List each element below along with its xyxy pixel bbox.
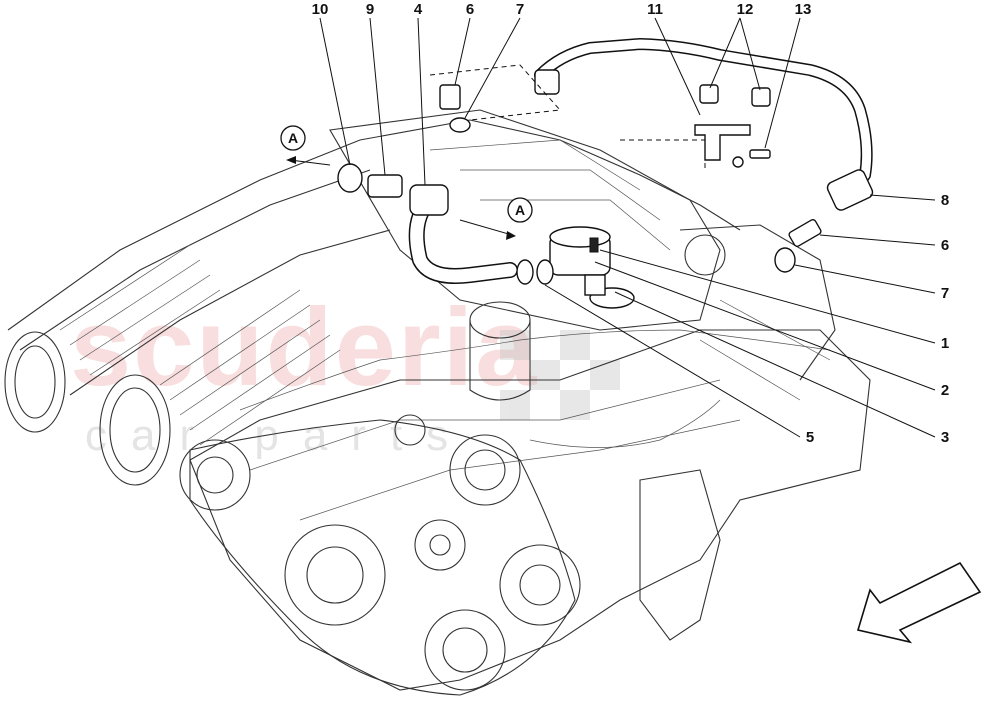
section-ref-label-right: A (515, 202, 525, 218)
arrow-icon (856, 561, 982, 644)
callout-11: 11 (647, 1, 663, 18)
callout-8: 8 (941, 192, 949, 209)
section-ref-right: A (507, 197, 533, 223)
section-ref-left: A (280, 125, 306, 151)
callout-7-top: 7 (516, 1, 524, 18)
callout-7-right: 7 (941, 285, 949, 302)
callout-1: 1 (941, 335, 949, 352)
callout-9: 9 (366, 1, 374, 18)
leader-lines (286, 17, 936, 438)
callout-12: 12 (737, 1, 754, 18)
callout-13: 13 (795, 1, 812, 18)
callout-10: 10 (312, 1, 329, 18)
section-ref-label-left: A (288, 130, 298, 146)
callout-3: 3 (941, 429, 949, 446)
callout-6-top: 6 (466, 1, 474, 18)
engine-drawing (4, 109, 871, 696)
watermark: scuderia car parts (70, 286, 620, 460)
callout-5: 5 (806, 429, 814, 446)
callout-6-right: 6 (941, 237, 949, 254)
highlighted-parts (337, 37, 874, 309)
callout-labels: 10 9 4 6 7 11 12 13 8 6 7 1 2 3 5 (312, 1, 950, 446)
callout-4: 4 (414, 1, 423, 18)
bellows-ribs (59, 244, 341, 446)
watermark-checker (500, 330, 620, 420)
watermark-sub: car parts (85, 411, 472, 460)
pulleys (179, 414, 581, 691)
watermark-main: scuderia (70, 286, 538, 409)
callout-2: 2 (941, 382, 949, 399)
